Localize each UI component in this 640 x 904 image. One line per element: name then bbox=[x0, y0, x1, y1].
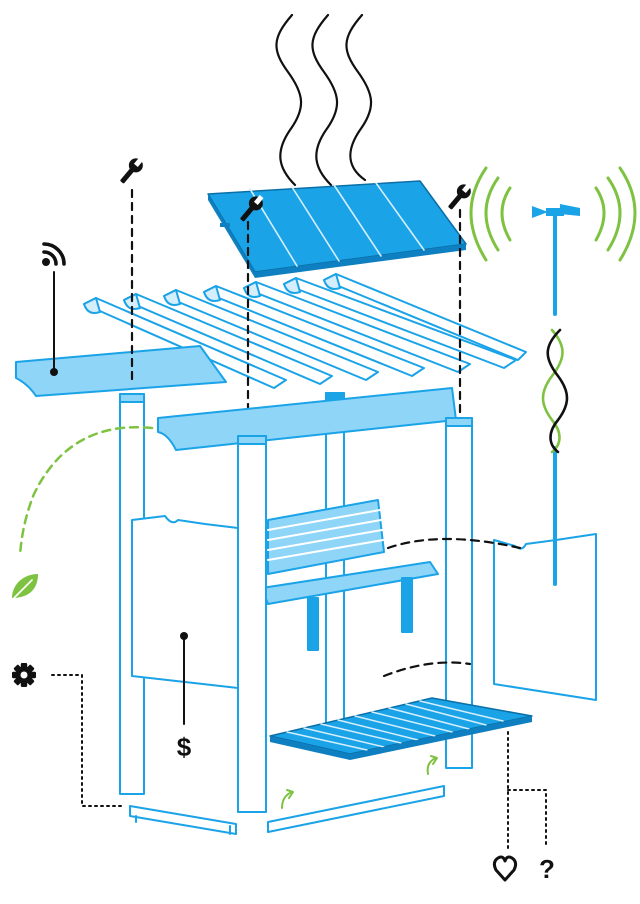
cost-callout bbox=[180, 632, 188, 725]
bench bbox=[261, 499, 439, 651]
wrench-icon bbox=[120, 156, 144, 184]
wrench-icon bbox=[448, 182, 472, 210]
wrench-icon bbox=[240, 194, 264, 222]
wifi-icon bbox=[42, 242, 66, 376]
side-panel-right bbox=[493, 533, 597, 701]
maintenance-lines bbox=[130, 188, 462, 438]
heart-icon bbox=[492, 855, 518, 882]
solar-panel bbox=[207, 180, 467, 278]
panel-curves bbox=[382, 537, 522, 678]
gear-icon bbox=[12, 663, 36, 687]
floor-deck bbox=[269, 697, 533, 760]
sustainability-path bbox=[18, 426, 154, 558]
pergola-slats bbox=[83, 273, 527, 389]
roof-beam-left bbox=[15, 345, 227, 397]
leaf-icon bbox=[12, 574, 38, 599]
heat-waves bbox=[275, 13, 373, 187]
dollar-icon: $ bbox=[176, 732, 192, 762]
settings-dotted-line bbox=[51, 674, 123, 807]
wind-turbine bbox=[469, 166, 637, 586]
question-icon: ? bbox=[539, 854, 555, 884]
posts-back bbox=[325, 392, 345, 754]
feedback-dotted-lines bbox=[507, 731, 547, 849]
airflow-arrows bbox=[281, 755, 438, 809]
base-rails bbox=[129, 785, 445, 835]
roof-beam-front bbox=[157, 387, 457, 451]
